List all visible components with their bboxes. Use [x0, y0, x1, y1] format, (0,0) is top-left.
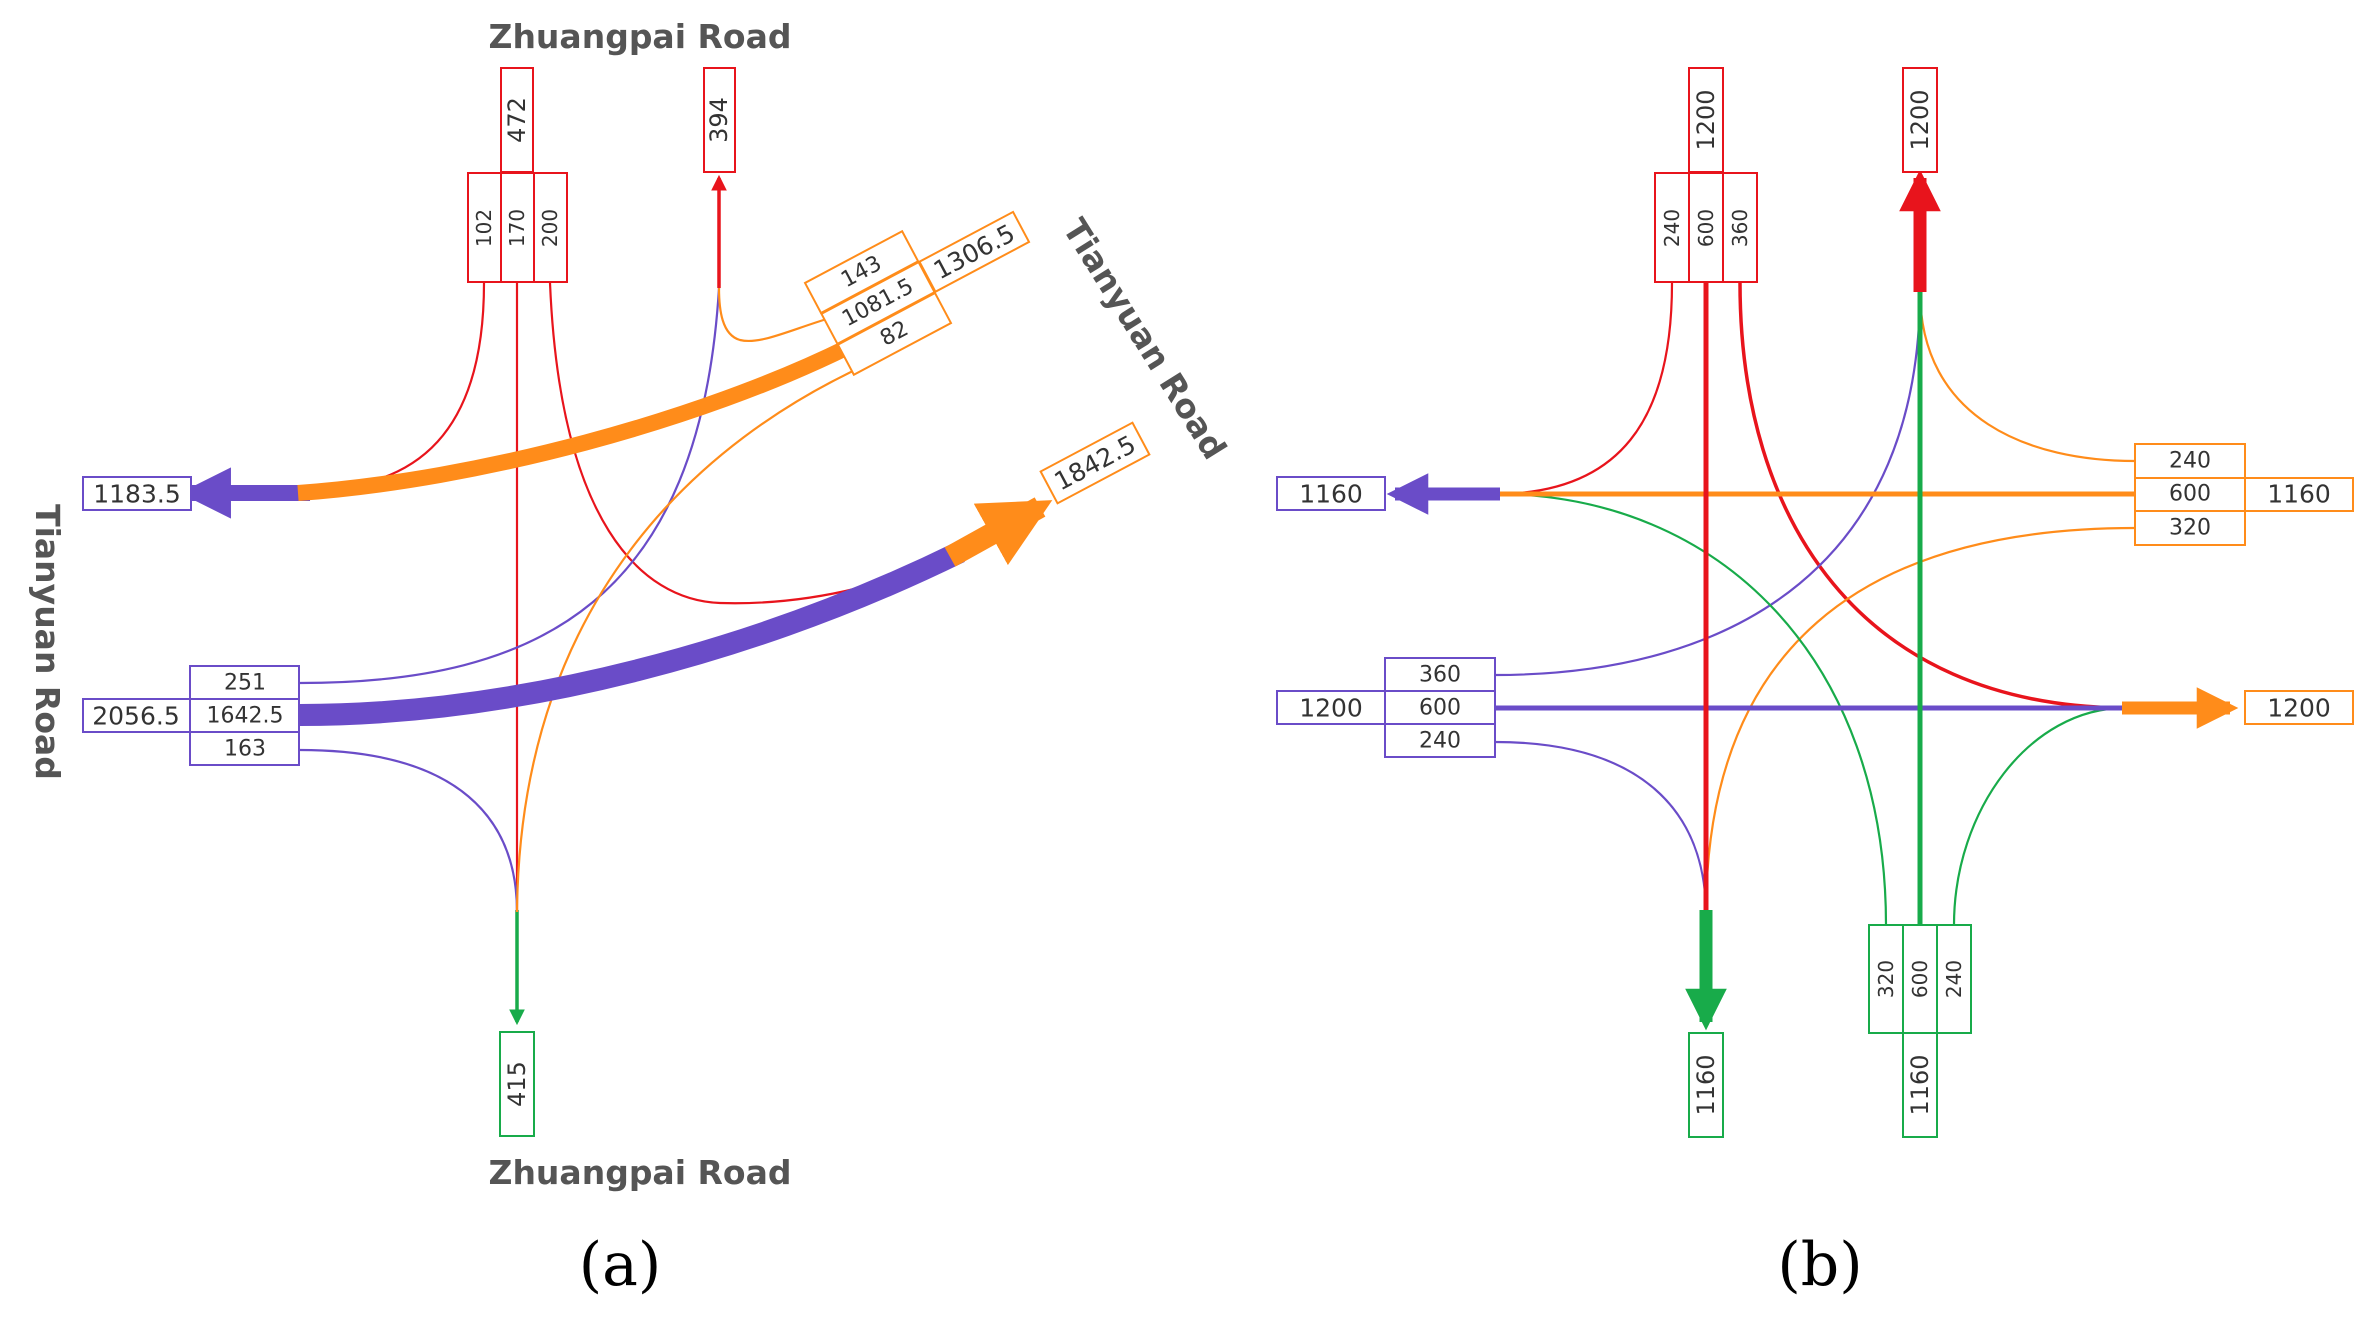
a-west-left-box: 251	[189, 665, 300, 700]
a-north-total-value: 472	[503, 97, 531, 143]
a-south-exit-box: 415	[499, 1031, 535, 1137]
b-east-right-box: 240	[2134, 443, 2246, 479]
b-east-left-value: 320	[2169, 516, 2211, 541]
road-label-south: Zhuangpai Road	[489, 1153, 792, 1192]
b-north-through-box: 600	[1688, 172, 1724, 283]
b-south-total-box: 1160	[1902, 1032, 1938, 1138]
flow-a-west-right	[299, 748, 519, 913]
a-north-through-value: 170	[505, 209, 529, 247]
b-north-left-value: 240	[1660, 209, 1684, 247]
b-east-exit-value: 1200	[2267, 694, 2331, 723]
b-west-left-value: 360	[1419, 663, 1461, 688]
a-north-exit-box: 394	[703, 67, 736, 173]
b-west-exit-value: 1160	[1299, 480, 1363, 509]
b-north-exit-box: 1200	[1902, 67, 1938, 173]
flow-a-west-through	[299, 542, 965, 726]
flow-b-west-right	[1494, 740, 1708, 916]
flow-a-north-left	[304, 282, 486, 492]
b-north-through-value: 600	[1694, 209, 1718, 247]
a-east-total-box: 1306.5	[918, 210, 1031, 294]
a-west-right-box: 163	[189, 731, 300, 766]
panel-b: 1200 240 600 360 1200 1160 360 60	[1276, 67, 2354, 1300]
road-label-west: Tianyuan Road	[28, 504, 67, 780]
b-west-through-box: 600	[1384, 690, 1496, 725]
a-west-through-value: 1642.5	[207, 704, 284, 729]
a-north-left-box: 102	[467, 172, 502, 283]
flow-b-south-left	[1494, 492, 1888, 926]
b-east-total-box: 1160	[2244, 477, 2354, 512]
b-south-left-box: 320	[1868, 924, 1904, 1034]
a-east-approach-group: 143 1081.5 82 1306.5	[803, 210, 1031, 377]
a-north-through-box: 170	[500, 172, 535, 283]
a-north-right-value: 200	[538, 209, 562, 247]
a-west-left-value: 251	[224, 671, 266, 696]
flow-a-east-left	[515, 361, 871, 913]
a-west-right-value: 163	[224, 737, 266, 762]
a-west-through-box: 1642.5	[189, 698, 300, 733]
b-south-exit-box: 1160	[1688, 1032, 1724, 1138]
b-west-through-value: 600	[1419, 696, 1461, 721]
b-south-through-box: 600	[1902, 924, 1938, 1034]
b-west-right-box: 240	[1384, 723, 1496, 758]
a-west-total-box: 2056.5	[82, 698, 191, 733]
b-west-left-box: 360	[1384, 657, 1496, 692]
b-west-total-value: 1200	[1299, 694, 1363, 723]
b-east-through-value: 600	[2169, 482, 2211, 507]
b-north-total-value: 1200	[1692, 89, 1720, 150]
b-east-right-value: 240	[2169, 449, 2211, 474]
flow-b-east-left	[1704, 526, 2136, 916]
b-south-total-value: 1160	[1906, 1054, 1934, 1115]
b-south-exit-value: 1160	[1692, 1054, 1720, 1115]
flow-a-east-right	[717, 287, 831, 343]
flow-a-east-through	[297, 339, 852, 501]
a-west-exit-box: 1183.5	[82, 476, 192, 511]
flow-b-east-right	[1918, 289, 2136, 463]
a-north-total-box: 472	[500, 67, 534, 173]
b-north-right-box: 360	[1722, 172, 1758, 283]
a-north-exit-value: 394	[705, 97, 733, 143]
b-south-through-value: 600	[1908, 960, 1932, 998]
a-south-exit-value: 415	[503, 1061, 531, 1107]
a-west-total-value: 2056.5	[92, 702, 179, 731]
b-east-left-box: 320	[2134, 510, 2246, 546]
b-east-total-value: 1160	[2267, 480, 2331, 509]
b-north-exit-value: 1200	[1906, 89, 1934, 150]
b-south-left-value: 320	[1874, 960, 1898, 998]
panel-a-label: (a)	[579, 1230, 662, 1300]
panel-b-label: (b)	[1777, 1230, 1862, 1300]
a-north-right-box: 200	[533, 172, 568, 283]
a-east-exit-box: 1842.5	[1039, 421, 1151, 505]
flow-b-west-left	[1494, 289, 1922, 677]
b-east-through-box: 600	[2134, 477, 2246, 512]
b-west-total-box: 1200	[1276, 690, 1386, 725]
b-west-right-value: 240	[1419, 729, 1461, 754]
flow-a-east-exit	[944, 497, 1053, 567]
b-north-left-box: 240	[1654, 172, 1690, 283]
road-label-east: Tianyuan Road	[1055, 212, 1234, 467]
flow-b-north-left	[1494, 282, 1674, 496]
b-north-right-value: 360	[1728, 209, 1752, 247]
b-north-total-box: 1200	[1688, 67, 1724, 173]
road-label-north: Zhuangpai Road	[489, 17, 792, 56]
b-east-exit-box: 1200	[2244, 690, 2354, 725]
b-south-right-value: 240	[1942, 960, 1966, 998]
a-west-exit-value: 1183.5	[93, 480, 180, 509]
panel-a: Zhuangpai Road Zhuangpai Road Tianyuan R…	[28, 17, 1234, 1300]
b-south-right-box: 240	[1936, 924, 1972, 1034]
flow-b-north-right	[1738, 282, 2126, 710]
a-north-left-value: 102	[472, 209, 496, 247]
flow-b-south-right	[1952, 706, 2126, 926]
b-west-exit-box: 1160	[1276, 476, 1386, 511]
a-east-left-box: 82	[836, 291, 953, 377]
